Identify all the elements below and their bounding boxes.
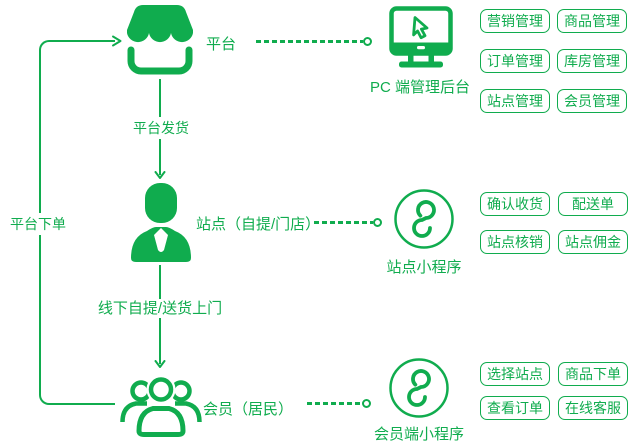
feature-tag: 确认收货 xyxy=(480,192,550,216)
link-endpoint-dot xyxy=(362,399,371,408)
feature-tag: 会员管理 xyxy=(557,89,627,113)
cursor-icon xyxy=(412,16,429,40)
feature-tag: 选择站点 xyxy=(480,362,550,386)
dashed-link-platform-pc xyxy=(256,40,363,43)
tie-shape xyxy=(154,228,168,252)
member-mp-tags: 选择站点 商品下单 查看订单 在线客服 xyxy=(480,362,628,420)
member-label: 会员（居民） xyxy=(203,401,294,418)
dashed-link-member-mp xyxy=(307,402,362,405)
feature-tag: 站点佣金 xyxy=(558,230,628,254)
feature-tag: 配送单 xyxy=(558,192,628,216)
link-endpoint-dot xyxy=(363,37,372,46)
monitor-dash xyxy=(417,46,425,50)
feature-tag: 营销管理 xyxy=(480,9,550,33)
platform-label: 平台 xyxy=(206,36,237,53)
members-group-icon xyxy=(120,375,202,439)
site-mp-label: 站点小程序 xyxy=(386,259,462,276)
arrow-right-icon xyxy=(112,35,122,47)
feature-tag: 站点管理 xyxy=(480,89,550,113)
edge-label-offline-delivery: 线下自提/送货上门 xyxy=(97,299,223,318)
edge-label-platform-order: 平台下单 xyxy=(7,213,69,235)
site-mp-tags: 确认收货 配送单 站点核销 站点佣金 xyxy=(480,192,628,254)
pc-admin-label: PC 端管理后台 xyxy=(369,79,470,96)
mini-program-icon xyxy=(389,358,449,418)
member-mp-label: 会员端小程序 xyxy=(373,426,464,443)
pc-admin-tags: 营销管理 商品管理 订单管理 库房管理 站点管理 会员管理 xyxy=(480,9,627,113)
link-endpoint-dot xyxy=(373,218,382,227)
feature-tag: 在线客服 xyxy=(558,396,628,420)
pc-monitor-icon xyxy=(389,6,453,68)
site-label: 站点（自提/门店） xyxy=(196,216,321,233)
arrow-down-icon xyxy=(154,171,166,179)
dashed-link-site-mp xyxy=(314,221,373,224)
site-person-icon xyxy=(131,183,191,262)
feature-tag: 订单管理 xyxy=(480,49,550,73)
feature-tag: 查看订单 xyxy=(480,396,550,420)
edge-label-platform-ship: 平台发货 xyxy=(130,117,192,139)
feature-tag: 库房管理 xyxy=(557,49,627,73)
feature-tag: 商品管理 xyxy=(557,9,627,33)
mini-program-icon xyxy=(394,189,454,249)
feature-tag: 商品下单 xyxy=(558,362,628,386)
store-icon xyxy=(127,5,193,75)
arrow-down-icon xyxy=(154,360,166,368)
feature-tag: 站点核销 xyxy=(480,230,550,254)
